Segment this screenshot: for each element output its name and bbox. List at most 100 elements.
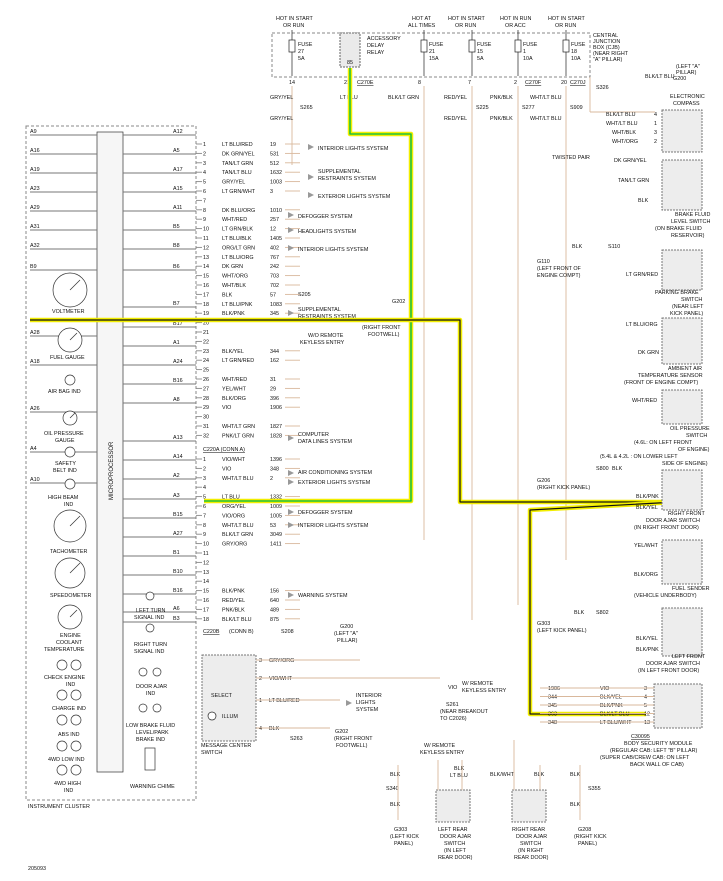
wire-label: BLK/PNK	[636, 494, 659, 500]
cluster-pin-left: A28	[30, 330, 40, 336]
fuse-label: FUSE	[523, 42, 538, 48]
system-label: INTERIOR LIGHTS SYSTEM	[318, 146, 389, 152]
supply-label: OR RUN	[455, 23, 476, 29]
gauge-label: ENGINE	[60, 633, 81, 639]
cluster-pin-right: A5	[173, 148, 180, 154]
cluster-pin-right: A12	[173, 129, 183, 135]
gauge-label: IND	[64, 788, 73, 794]
cjb-label: JUNCTION	[593, 39, 620, 45]
bsm-circuit: 345	[548, 703, 557, 709]
system-label: RESTRAINTS SYSTEM	[318, 176, 376, 182]
conn-a-wire: WHT/BLK	[222, 283, 246, 289]
conn-a-circuit: 703	[270, 274, 279, 280]
ground-note: FOOTWELL)	[336, 743, 368, 749]
gauge-label: COOLANT	[56, 640, 83, 646]
door-label: REAR DOOR)	[514, 855, 549, 861]
cluster-pin-right: B3	[173, 616, 180, 622]
gauge-label: CHECK ENGINE	[44, 675, 85, 681]
system-label: DEFOGGER SYSTEM	[298, 510, 353, 516]
electronic-compass	[661, 109, 703, 153]
conn-b-circuit: 1005	[270, 513, 282, 519]
system-label: DEFOGGER SYSTEM	[298, 214, 353, 220]
fuse-label: FUSE	[477, 42, 492, 48]
conn-a-wire: WHT/ORG	[222, 274, 248, 280]
cjb-label: "A" PILLAR)	[593, 57, 622, 63]
conn-b-circuit: 1396	[270, 457, 282, 463]
conn-b-wire: VIO	[222, 466, 231, 472]
conn-b-pin: 1	[203, 457, 206, 463]
door-label: SWITCH	[444, 841, 465, 847]
ground-label: G202	[392, 299, 405, 305]
wire-label: BLK/LT BLU	[645, 74, 675, 80]
conn-a-pin: 9	[203, 217, 206, 223]
conn-a-circuit: 3	[270, 189, 273, 195]
cluster-pin-left: A18	[30, 359, 40, 365]
bsm-wire: BLK/PNK	[600, 703, 623, 709]
conn-a-pin: 27	[203, 386, 209, 392]
conn-b-pin: 8	[203, 523, 206, 529]
conn-a-pin: 11	[203, 236, 209, 242]
wire-label: BLK	[570, 802, 581, 808]
system-label: SYSTEM	[356, 707, 379, 713]
conn-a-wire: LT BLU/RED	[222, 142, 253, 148]
bottom-door-boxes	[435, 789, 547, 823]
conn-a-wire: VIO	[222, 405, 231, 411]
conn-b-pin: 2	[203, 466, 206, 472]
conn-a-pin: 21	[203, 330, 209, 336]
conn-b-pin: 6	[203, 504, 206, 510]
system-label: EXTERIOR LIGHTS SYSTEM	[318, 194, 391, 200]
splice-label: S355	[588, 786, 601, 792]
splice-label: S208	[281, 629, 294, 635]
component-label: SWITCH	[681, 297, 702, 303]
cjb-connector: C270J	[570, 80, 586, 86]
gauge-label: ABS IND	[58, 732, 80, 738]
cjb-box	[271, 32, 591, 78]
microprocessor-box	[96, 131, 124, 773]
message-center-box	[201, 654, 257, 742]
component-label: PARKING BRAKE	[655, 290, 699, 296]
conn-b-pin: 11	[203, 551, 209, 557]
component-label: RIGHT FRONT	[668, 511, 705, 517]
conn-b-pin: 9	[203, 532, 206, 538]
conn-b-pin: 12	[203, 560, 209, 566]
conn-a-pin: 25	[203, 368, 209, 374]
right-component-labels: BRAKE FLUID LEVEL SWITCH (ON BRAKE FLUID…	[537, 212, 710, 768]
remote-label: W/ REMOTE	[424, 743, 456, 749]
supply-label: OR RUN	[555, 23, 576, 29]
bsm-pin: 5	[644, 703, 647, 709]
wire-label: BLK	[570, 772, 581, 778]
component-label: LEFT FRONT	[672, 654, 706, 660]
wire-label: PNK/BLK	[490, 116, 513, 122]
bottom-wires	[397, 740, 581, 820]
gauge-label: TEMPERATURE	[44, 647, 85, 653]
conn-a-circuit: 57	[270, 292, 276, 298]
accessory-delay-relay	[339, 32, 361, 68]
gauge-labels: VOLTMETER FUEL GAUGE AIR BAG IND OIL PRE…	[44, 309, 175, 794]
bsm-pin: 4	[644, 695, 647, 701]
conn-a-wire: YEL/WHT	[222, 386, 247, 392]
remote-label: KEYLESS ENTRY	[462, 688, 507, 694]
pin-label: 4	[654, 112, 657, 118]
wire-label: BLK/YEL	[636, 505, 658, 511]
conn-a-wire: LT BLU/PNK	[222, 302, 253, 308]
cluster-pin-right: A3	[173, 493, 180, 499]
ground-note: (LEFT "A"	[676, 64, 700, 70]
conn-b-circuit: 640	[270, 598, 279, 604]
cluster-pin-right: A14	[173, 454, 183, 460]
twisted-pair-label: TWISTED PAIR	[552, 155, 590, 161]
conn-b-circuit: 53	[270, 523, 276, 529]
cjb-pin: 2	[514, 80, 517, 86]
pin-label: 4	[259, 726, 262, 732]
conn-a-pin: 8	[203, 208, 206, 214]
conn-a-circuit: 12	[270, 227, 276, 233]
component-label: (VEHICLE UNDERBODY)	[634, 593, 697, 599]
bsm-circuit: 1906	[548, 686, 560, 692]
component-label: (4.6L: ON LEFT FRONT	[634, 440, 693, 446]
conn-a-pin: 17	[203, 292, 209, 298]
system-label: EXTERIOR LIGHTS SYSTEM	[298, 480, 371, 486]
wire-label: GRY/YEL	[270, 95, 293, 101]
component-label: (NEAR LEFT	[672, 304, 704, 310]
